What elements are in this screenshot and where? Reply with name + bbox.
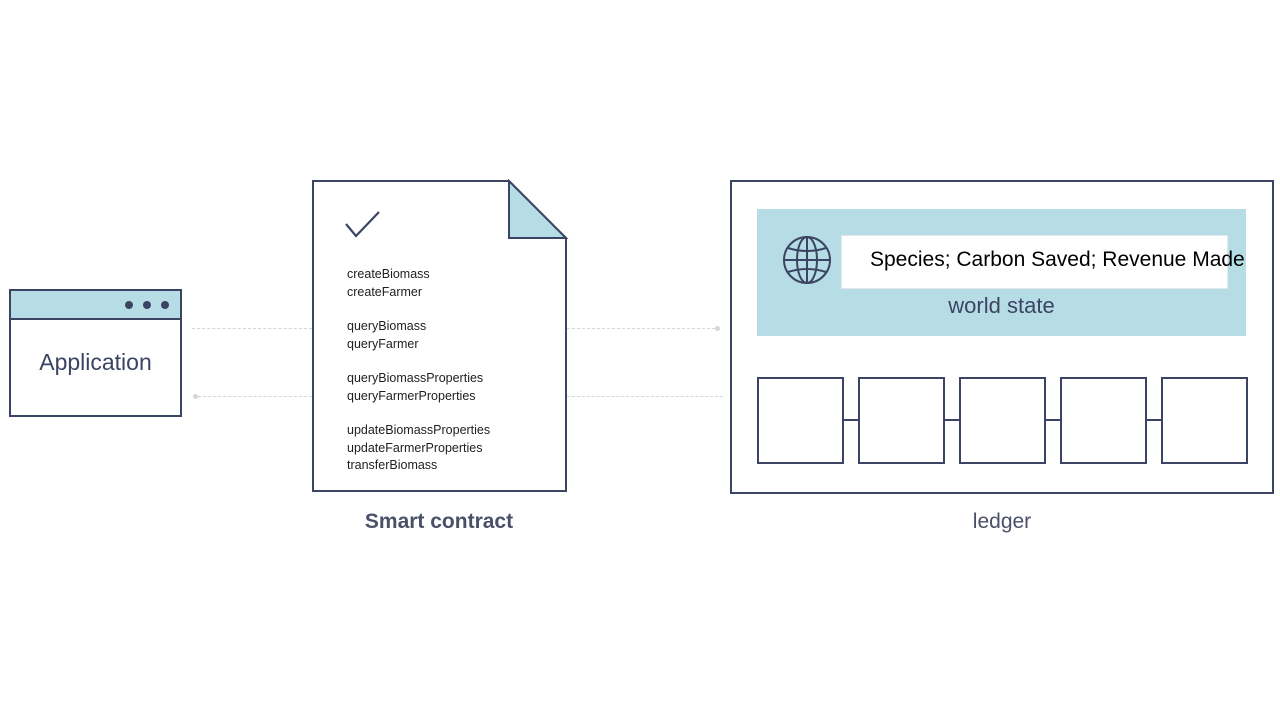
block-link — [943, 419, 959, 421]
smart-contract-document — [312, 179, 569, 492]
function-group: createBiomass createFarmer — [347, 266, 490, 301]
window-dot-icon — [143, 301, 151, 309]
contract-function: transferBiomass — [347, 458, 438, 472]
folded-corner — [508, 179, 569, 239]
contract-function: queryFarmerProperties — [347, 388, 476, 403]
function-group: updateBiomassProperties updateFarmerPrope… — [347, 422, 490, 475]
contract-function: queryBiomassProperties — [347, 371, 484, 385]
world-state-content: Species; Carbon Saved; Revenue Made — [870, 248, 1245, 271]
connector-endpoint-ledger — [715, 326, 720, 331]
connector-endpoint-app — [193, 394, 198, 399]
contract-function: queryBiomass — [347, 319, 427, 333]
connector-contract-to-ledger-top — [567, 328, 715, 329]
ledger-title: ledger — [972, 510, 1032, 533]
smart-contract-title: Smart contract — [364, 510, 514, 533]
globe-icon — [783, 236, 831, 284]
ledger-block — [959, 377, 1046, 464]
ledger-container: Species; Carbon Saved; Revenue Made worl… — [730, 180, 1274, 494]
function-group: queryBiomassProperties queryFarmerPropert… — [347, 370, 490, 405]
ledger-block — [757, 377, 844, 464]
world-state-label: world state — [948, 293, 1055, 318]
checkmark-icon — [345, 211, 380, 238]
connector-app-to-contract-bottom — [198, 396, 312, 397]
window-dot-icon — [161, 301, 169, 309]
ledger-block — [1060, 377, 1147, 464]
contract-function: createFarmer — [347, 284, 423, 299]
world-state-panel: Species; Carbon Saved; Revenue Made worl… — [757, 209, 1246, 336]
connector-contract-to-ledger-bottom — [567, 396, 723, 397]
contract-function: createBiomass — [347, 267, 430, 281]
function-group: queryBiomass queryFarmer — [347, 318, 490, 353]
contract-function: updateBiomassProperties — [347, 423, 491, 437]
ledger-block — [1161, 377, 1248, 464]
contract-function: updateFarmerProperties — [347, 440, 483, 455]
block-link — [842, 419, 858, 421]
world-state-content-box: Species; Carbon Saved; Revenue Made — [841, 235, 1245, 289]
block-link — [1044, 419, 1060, 421]
ledger-block — [858, 377, 945, 464]
application-title-bar — [11, 291, 180, 320]
connector-app-to-contract-top — [192, 328, 312, 329]
window-dot-icon — [125, 301, 133, 309]
block-link — [1145, 419, 1161, 421]
application-label: Application — [39, 349, 152, 375]
contract-function: queryFarmer — [347, 336, 419, 351]
application-window: Application — [9, 289, 182, 417]
